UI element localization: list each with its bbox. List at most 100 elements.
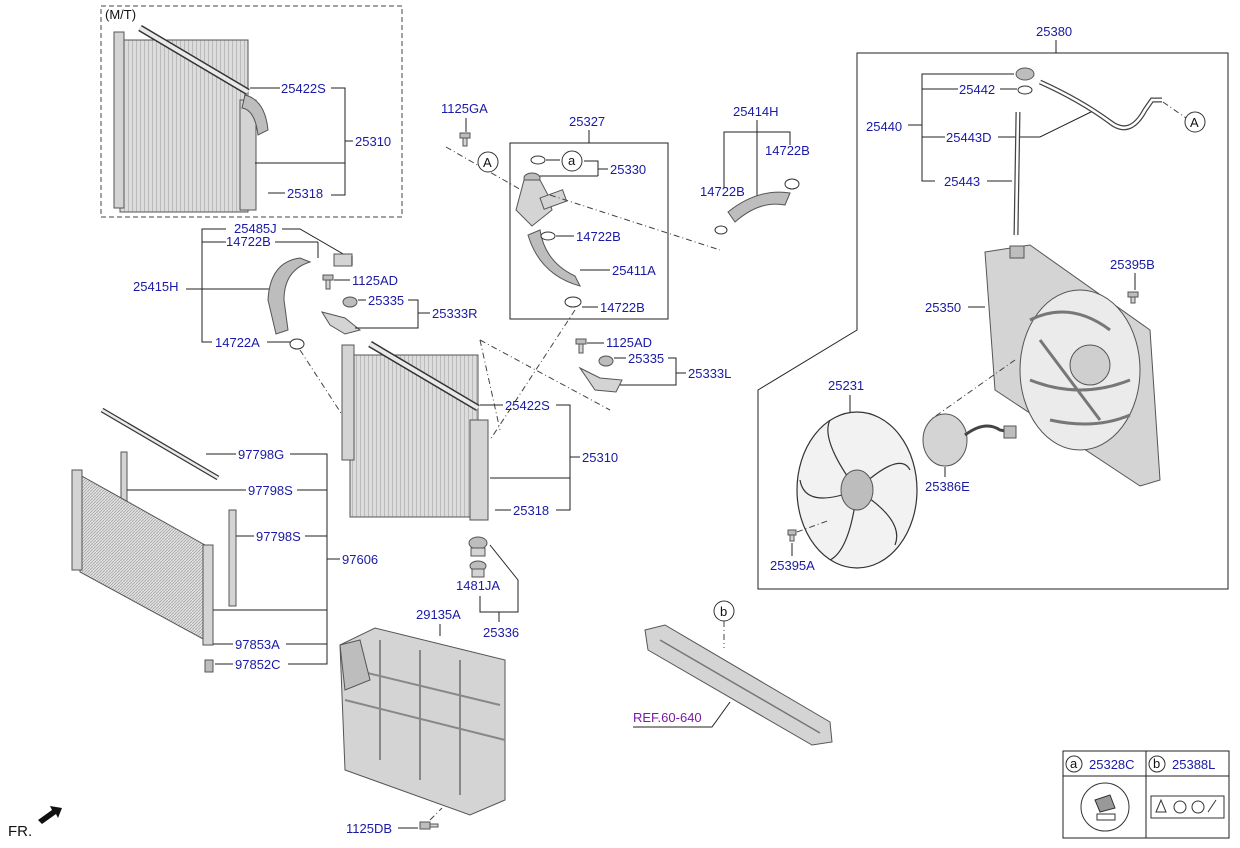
label-14722B-c: 14722B	[765, 143, 810, 158]
bracket-25333L[interactable]	[578, 355, 623, 393]
radiator-cap[interactable]	[468, 536, 488, 578]
label-97798S-b: 97798S	[256, 529, 301, 544]
label-1125AD-a: 1125AD	[352, 273, 398, 288]
reservoir-cap-25442[interactable]	[1015, 67, 1035, 95]
screw-25395B[interactable]	[1127, 291, 1139, 304]
callout-a-inlet	[561, 150, 583, 172]
caution-label-b-icon	[1150, 795, 1225, 819]
upper-hose-group: 25485J 14722B 25415H 14722A 1125AD 25335	[133, 221, 478, 431]
main-radiator[interactable]	[341, 340, 489, 521]
callout-b-text: b	[720, 604, 727, 619]
inlet-assembly: 1125GA 25327 A a 25330 14722	[441, 101, 721, 320]
label-25231: 25231	[828, 378, 864, 393]
fan-blade-25231[interactable]	[796, 411, 918, 569]
legend-a-part: 25328C	[1089, 757, 1135, 772]
member-ref-group: b REF.60-640	[633, 600, 833, 746]
fan-motor-25386E[interactable]	[922, 413, 1017, 467]
condenser-97606[interactable]	[71, 469, 214, 673]
label-25395A: 25395A	[770, 558, 815, 573]
callout-A-inlet	[477, 151, 499, 173]
seal-97798S-a[interactable]	[120, 451, 128, 503]
label-25310-top: 25310	[355, 134, 391, 149]
air-guard-group: 29135A 1125DB	[339, 607, 506, 836]
label-25318-top: 25318	[287, 186, 323, 201]
mt-radiator[interactable]	[113, 24, 269, 213]
label-14722A: 14722A	[215, 335, 260, 350]
bolt-1125AD-b[interactable]	[575, 338, 587, 354]
label-25443D: 25443D	[946, 130, 992, 145]
screw-25395A[interactable]	[787, 529, 797, 542]
fan-shroud-25350[interactable]	[984, 244, 1161, 487]
seal-97798S-b[interactable]	[228, 509, 237, 607]
label-25386E: 25386E	[925, 479, 970, 494]
label-25422S-top: 25422S	[281, 81, 326, 96]
bolt-1125AD-a[interactable]	[322, 274, 334, 290]
condenser-group: 97798G 97798S 97798S 97606 97853A 97852C	[71, 407, 378, 673]
label-25414H: 25414H	[733, 104, 779, 119]
oring-25330[interactable]	[530, 155, 546, 165]
label-97606: 97606	[342, 552, 378, 567]
label-25411A: 25411A	[612, 263, 656, 278]
label-29135A: 29135A	[416, 607, 461, 622]
label-25485J: 25485J	[234, 221, 277, 236]
label-25440: 25440	[866, 119, 902, 134]
label-14722B-a: 14722B	[576, 229, 621, 244]
fr-label: FR.	[8, 823, 32, 840]
label-25380: 25380	[1036, 24, 1072, 39]
callout-a-text: a	[568, 153, 576, 168]
callout-A-hose	[1184, 111, 1206, 133]
label-25335-b: 25335	[628, 351, 664, 366]
callout-A-text: A	[483, 155, 492, 170]
mt-radiator-group: (M/T) 25422S 25310 25318	[100, 5, 403, 218]
label-97798G: 97798G	[238, 447, 284, 462]
label-25395B: 25395B	[1110, 257, 1155, 272]
label-14722B-d: 14722B	[700, 184, 745, 199]
overflow-hose[interactable]	[1013, 79, 1162, 236]
label-25333R: 25333R	[432, 306, 478, 321]
legend-b-key: b	[1153, 756, 1160, 771]
mt-note: (M/T)	[105, 7, 136, 22]
label-97853A: 97853A	[235, 637, 280, 652]
callout-A-hose-text: A	[1190, 115, 1199, 130]
label-97852C: 97852C	[235, 657, 281, 672]
front-direction-indicator: FR.	[8, 806, 62, 840]
main-radiator-group: 1125AD 25335 25333L 25422S 25310 25318	[341, 309, 731, 521]
fan-assembly-group: 25380 25442 25440 25443D 25443 A	[757, 24, 1229, 590]
bolt-1125DB[interactable]	[419, 821, 439, 830]
caution-label-a-icon	[1080, 782, 1130, 832]
bracket-25333R[interactable]	[320, 296, 362, 335]
hose-25414H-group: 25414H 14722B 14722B	[700, 104, 810, 235]
legend-table: a 25328C b 25388L	[1062, 750, 1230, 839]
upper-hose-25415H[interactable]	[267, 253, 353, 350]
legend-b-part: 25388L	[1172, 757, 1215, 772]
label-25327: 25327	[569, 114, 605, 129]
label-25333L: 25333L	[688, 366, 731, 381]
label-25318-mid: 25318	[513, 503, 549, 518]
label-25335-a: 25335	[368, 293, 404, 308]
bolt-1125GA[interactable]	[459, 132, 471, 147]
front-arrow-icon	[38, 806, 62, 824]
label-25442: 25442	[959, 82, 995, 97]
label-97798S-a: 97798S	[248, 483, 293, 498]
front-end-member[interactable]	[644, 624, 833, 746]
ref-60-640: REF.60-640	[633, 710, 702, 725]
air-guard-29135A[interactable]	[339, 627, 506, 816]
label-1125GA: 1125GA	[441, 101, 488, 116]
label-25330: 25330	[610, 162, 646, 177]
label-25415H: 25415H	[133, 279, 179, 294]
label-25422S-mid: 25422S	[505, 398, 550, 413]
water-inlet-fitting[interactable]	[515, 172, 582, 308]
label-14722B-b: 14722B	[600, 300, 645, 315]
label-1125DB: 1125DB	[346, 821, 392, 836]
label-25336: 25336	[483, 625, 519, 640]
legend-a-key: a	[1070, 756, 1078, 771]
label-25310-mid: 25310	[582, 450, 618, 465]
label-25350: 25350	[925, 300, 961, 315]
label-25443: 25443	[944, 174, 980, 189]
hose-25414H[interactable]	[714, 178, 800, 235]
label-1481JA: 1481JA	[456, 578, 500, 593]
cap-group: 1481JA 25336	[456, 536, 519, 640]
plug-97852C	[204, 659, 214, 673]
label-1125AD-b: 1125AD	[606, 335, 652, 350]
